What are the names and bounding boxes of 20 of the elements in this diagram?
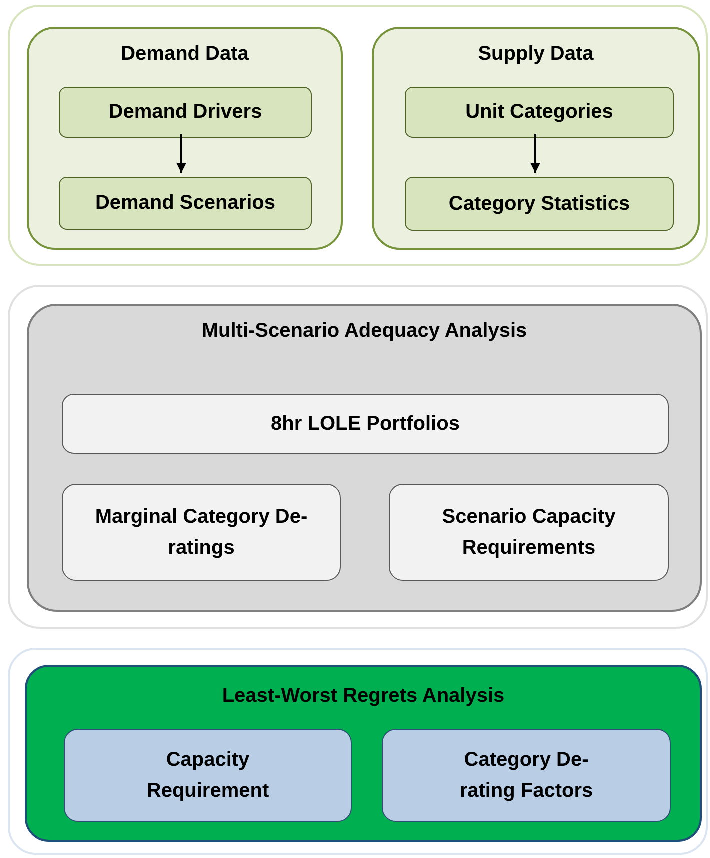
arrow (176, 134, 186, 173)
process-box: 8hr LOLE Portfolios (62, 394, 669, 454)
process-box: Unit Categories (405, 87, 674, 138)
arrow (530, 134, 540, 173)
group-title: Demand Data (120, 42, 250, 67)
process-box: Category Statistics (405, 177, 674, 231)
band-background (8, 648, 708, 855)
group-title: Least-Worst Regrets Analysis (221, 684, 506, 709)
group-title: Supply Data (477, 42, 595, 67)
band-background (8, 5, 708, 266)
process-box: Scenario Capacity Requirements (389, 484, 669, 581)
group-panel (27, 27, 343, 250)
process-box: Marginal Category De-ratings (62, 484, 341, 581)
process-box: Category De-rating Factors (382, 729, 671, 822)
group-panel (25, 665, 702, 842)
process-box: Capacity Requirement (64, 729, 352, 822)
group-panel (372, 27, 700, 250)
process-box: Demand Scenarios (59, 177, 312, 230)
process-box: Demand Drivers (59, 87, 312, 138)
group-title: Multi-Scenario Adequacy Analysis (200, 319, 528, 344)
